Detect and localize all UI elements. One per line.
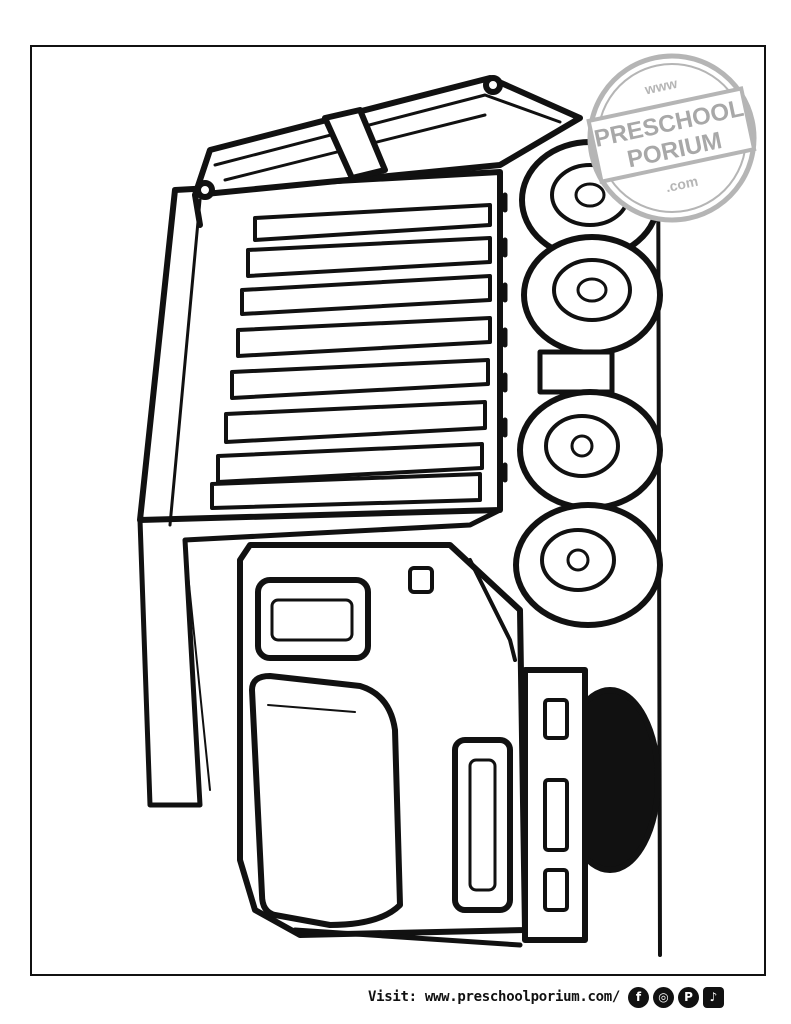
axle-bracket <box>537 349 615 395</box>
facebook-icon[interactable]: f <box>628 986 649 1008</box>
door-handle <box>408 566 434 594</box>
ground-line <box>656 88 662 957</box>
wheel <box>521 234 663 356</box>
wheel <box>513 502 663 628</box>
cargo-body <box>137 169 508 808</box>
stamp-top-text: www <box>642 75 678 98</box>
stamp-bottom-text: .com <box>664 173 699 195</box>
windshield <box>249 673 403 928</box>
top-rail <box>192 75 583 228</box>
footer-website-link[interactable]: Visit: www.preschoolporium.com/ <box>368 989 620 1005</box>
pinterest-icon[interactable]: P <box>678 986 699 1008</box>
instagram-icon[interactable]: ◎ <box>653 986 674 1008</box>
footer: Visit: www.preschoolporium.com/ f ◎ P ♪ <box>368 986 724 1008</box>
truck-cab <box>237 542 588 948</box>
page-border <box>30 45 766 976</box>
tiktok-icon[interactable]: ♪ <box>703 986 724 1008</box>
front-bumper <box>522 667 588 943</box>
